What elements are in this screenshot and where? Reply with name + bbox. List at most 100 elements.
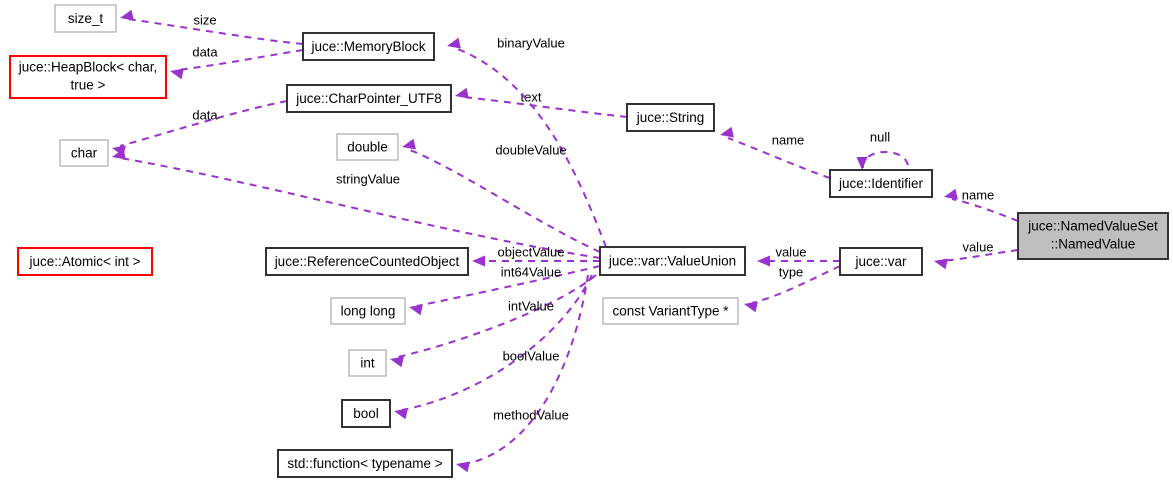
node-label: bool bbox=[353, 406, 379, 421]
node-label: int bbox=[360, 356, 375, 371]
edge-line bbox=[462, 96, 628, 118]
edge-var-to-varianttype: type bbox=[744, 264, 841, 313]
edge-line bbox=[127, 18, 304, 45]
node-label: const VariantType * bbox=[612, 304, 729, 319]
node-box[interactable] bbox=[626, 103, 715, 132]
arrow-head-icon bbox=[757, 255, 770, 267]
edge-line bbox=[463, 274, 589, 465]
node-heapblock[interactable]: juce::HeapBlock< char,true > bbox=[9, 55, 167, 99]
node-char[interactable]: char bbox=[59, 139, 109, 167]
arrow-head-icon bbox=[456, 461, 470, 473]
edge-line bbox=[409, 149, 601, 253]
node-label: juce::ReferenceCountedObject bbox=[274, 254, 460, 269]
node-label: long long bbox=[341, 304, 396, 319]
node-box[interactable] bbox=[348, 349, 387, 377]
arrow-head-icon bbox=[934, 258, 948, 270]
edge-valueunion-to-refcounted: objectValue bbox=[472, 244, 600, 267]
node-double[interactable]: double bbox=[336, 133, 399, 161]
node-string[interactable]: juce::String bbox=[626, 103, 715, 132]
node-label: juce::String bbox=[636, 110, 705, 125]
edge-label: null bbox=[870, 129, 890, 144]
node-box[interactable] bbox=[599, 246, 746, 276]
node-stdfunction[interactable]: std::function< typename > bbox=[277, 449, 453, 478]
edge-label: binaryValue bbox=[497, 35, 565, 50]
arrow-head-icon bbox=[455, 87, 469, 99]
edge-label: objectValue bbox=[498, 244, 565, 259]
node-namedvalue[interactable]: juce::NamedValueSet::NamedValue bbox=[1017, 212, 1169, 260]
edge-valueunion-to-memoryblock: binaryValue bbox=[447, 35, 607, 248]
node-var[interactable]: juce::var bbox=[839, 247, 923, 276]
edge-label: value bbox=[962, 239, 993, 254]
node-charpointer[interactable]: juce::CharPointer_UTF8 bbox=[286, 84, 452, 113]
node-box[interactable] bbox=[1017, 212, 1169, 260]
node-box[interactable] bbox=[277, 449, 453, 478]
node-box[interactable] bbox=[341, 399, 391, 428]
edge-valueunion-to-double: doubleValue bbox=[402, 138, 601, 253]
arrow-head-icon bbox=[472, 255, 485, 267]
node-box[interactable] bbox=[286, 84, 452, 113]
arrow-head-icon bbox=[120, 9, 134, 21]
edge-label: methodValue bbox=[493, 407, 569, 422]
arrow-head-icon bbox=[744, 301, 758, 313]
edge-identifier-to-identifier: null bbox=[856, 129, 909, 170]
node-identifier[interactable]: juce::Identifier bbox=[829, 169, 933, 198]
node-box[interactable] bbox=[330, 297, 406, 325]
node-size_t[interactable]: size_t bbox=[54, 4, 117, 33]
arrow-head-icon bbox=[390, 356, 404, 368]
arrow-head-icon bbox=[856, 157, 868, 170]
node-refcounted[interactable]: juce::ReferenceCountedObject bbox=[265, 247, 469, 276]
node-varianttype[interactable]: const VariantType * bbox=[602, 297, 739, 325]
edge-namedvalue-to-var: value bbox=[934, 239, 1019, 270]
arrow-head-icon bbox=[447, 37, 461, 49]
edge-label: name bbox=[962, 187, 995, 202]
edge-label: data bbox=[192, 44, 218, 59]
node-box[interactable] bbox=[54, 4, 117, 33]
node-box[interactable] bbox=[59, 139, 109, 167]
edge-namedvalue-to-identifier: name bbox=[944, 187, 1019, 222]
node-label: std::function< typename > bbox=[287, 456, 442, 471]
node-box[interactable] bbox=[17, 247, 153, 276]
node-box[interactable] bbox=[829, 169, 933, 198]
edge-line bbox=[416, 265, 601, 307]
node-label-line1: juce::NamedValueSet bbox=[1027, 219, 1158, 234]
node-label: juce::Identifier bbox=[838, 176, 924, 191]
node-atomic[interactable]: juce::Atomic< int > bbox=[17, 247, 153, 276]
node-box[interactable] bbox=[336, 133, 399, 161]
node-box[interactable] bbox=[602, 297, 739, 325]
node-label: juce::MemoryBlock bbox=[310, 39, 425, 54]
node-box[interactable] bbox=[302, 32, 435, 61]
edge-memoryblock-to-heapblock: data bbox=[170, 44, 304, 80]
edge-label: size bbox=[193, 12, 216, 27]
node-box[interactable] bbox=[839, 247, 923, 276]
edge-line bbox=[951, 198, 1019, 222]
edge-valueunion-to-longlong: int64Value bbox=[409, 264, 601, 316]
edge-memoryblock-to-size_t: size bbox=[120, 9, 304, 45]
node-valueunion[interactable]: juce::var::ValueUnion bbox=[599, 246, 746, 276]
edge-valueunion-to-char: stringValue bbox=[112, 148, 601, 259]
edge-label: name bbox=[772, 132, 805, 147]
arrow-head-icon bbox=[170, 68, 184, 80]
edge-line bbox=[397, 274, 597, 358]
edge-valueunion-to-int: intValue bbox=[390, 274, 597, 368]
node-label: juce::var::ValueUnion bbox=[608, 254, 736, 269]
node-bool[interactable]: bool bbox=[341, 399, 391, 428]
arrow-head-icon bbox=[112, 148, 126, 160]
edge-string-to-charpointer: text bbox=[455, 87, 628, 118]
arrow-head-icon bbox=[409, 304, 423, 316]
edge-label: type bbox=[779, 264, 804, 279]
arrow-head-icon bbox=[402, 138, 416, 150]
edge-label: data bbox=[192, 107, 218, 122]
node-memoryblock[interactable]: juce::MemoryBlock bbox=[302, 32, 435, 61]
node-box[interactable] bbox=[9, 55, 167, 99]
node-label: size_t bbox=[68, 11, 104, 26]
edge-line bbox=[119, 157, 601, 259]
node-label: juce::CharPointer_UTF8 bbox=[295, 91, 442, 106]
node-label: double bbox=[347, 140, 388, 155]
node-box[interactable] bbox=[265, 247, 469, 276]
edge-label: intValue bbox=[508, 298, 554, 313]
edge-label: boolValue bbox=[503, 348, 560, 363]
node-longlong[interactable]: long long bbox=[330, 297, 406, 325]
edge-charpointer-to-char: data bbox=[112, 100, 288, 157]
node-int[interactable]: int bbox=[348, 349, 387, 377]
edge-line bbox=[941, 249, 1019, 262]
